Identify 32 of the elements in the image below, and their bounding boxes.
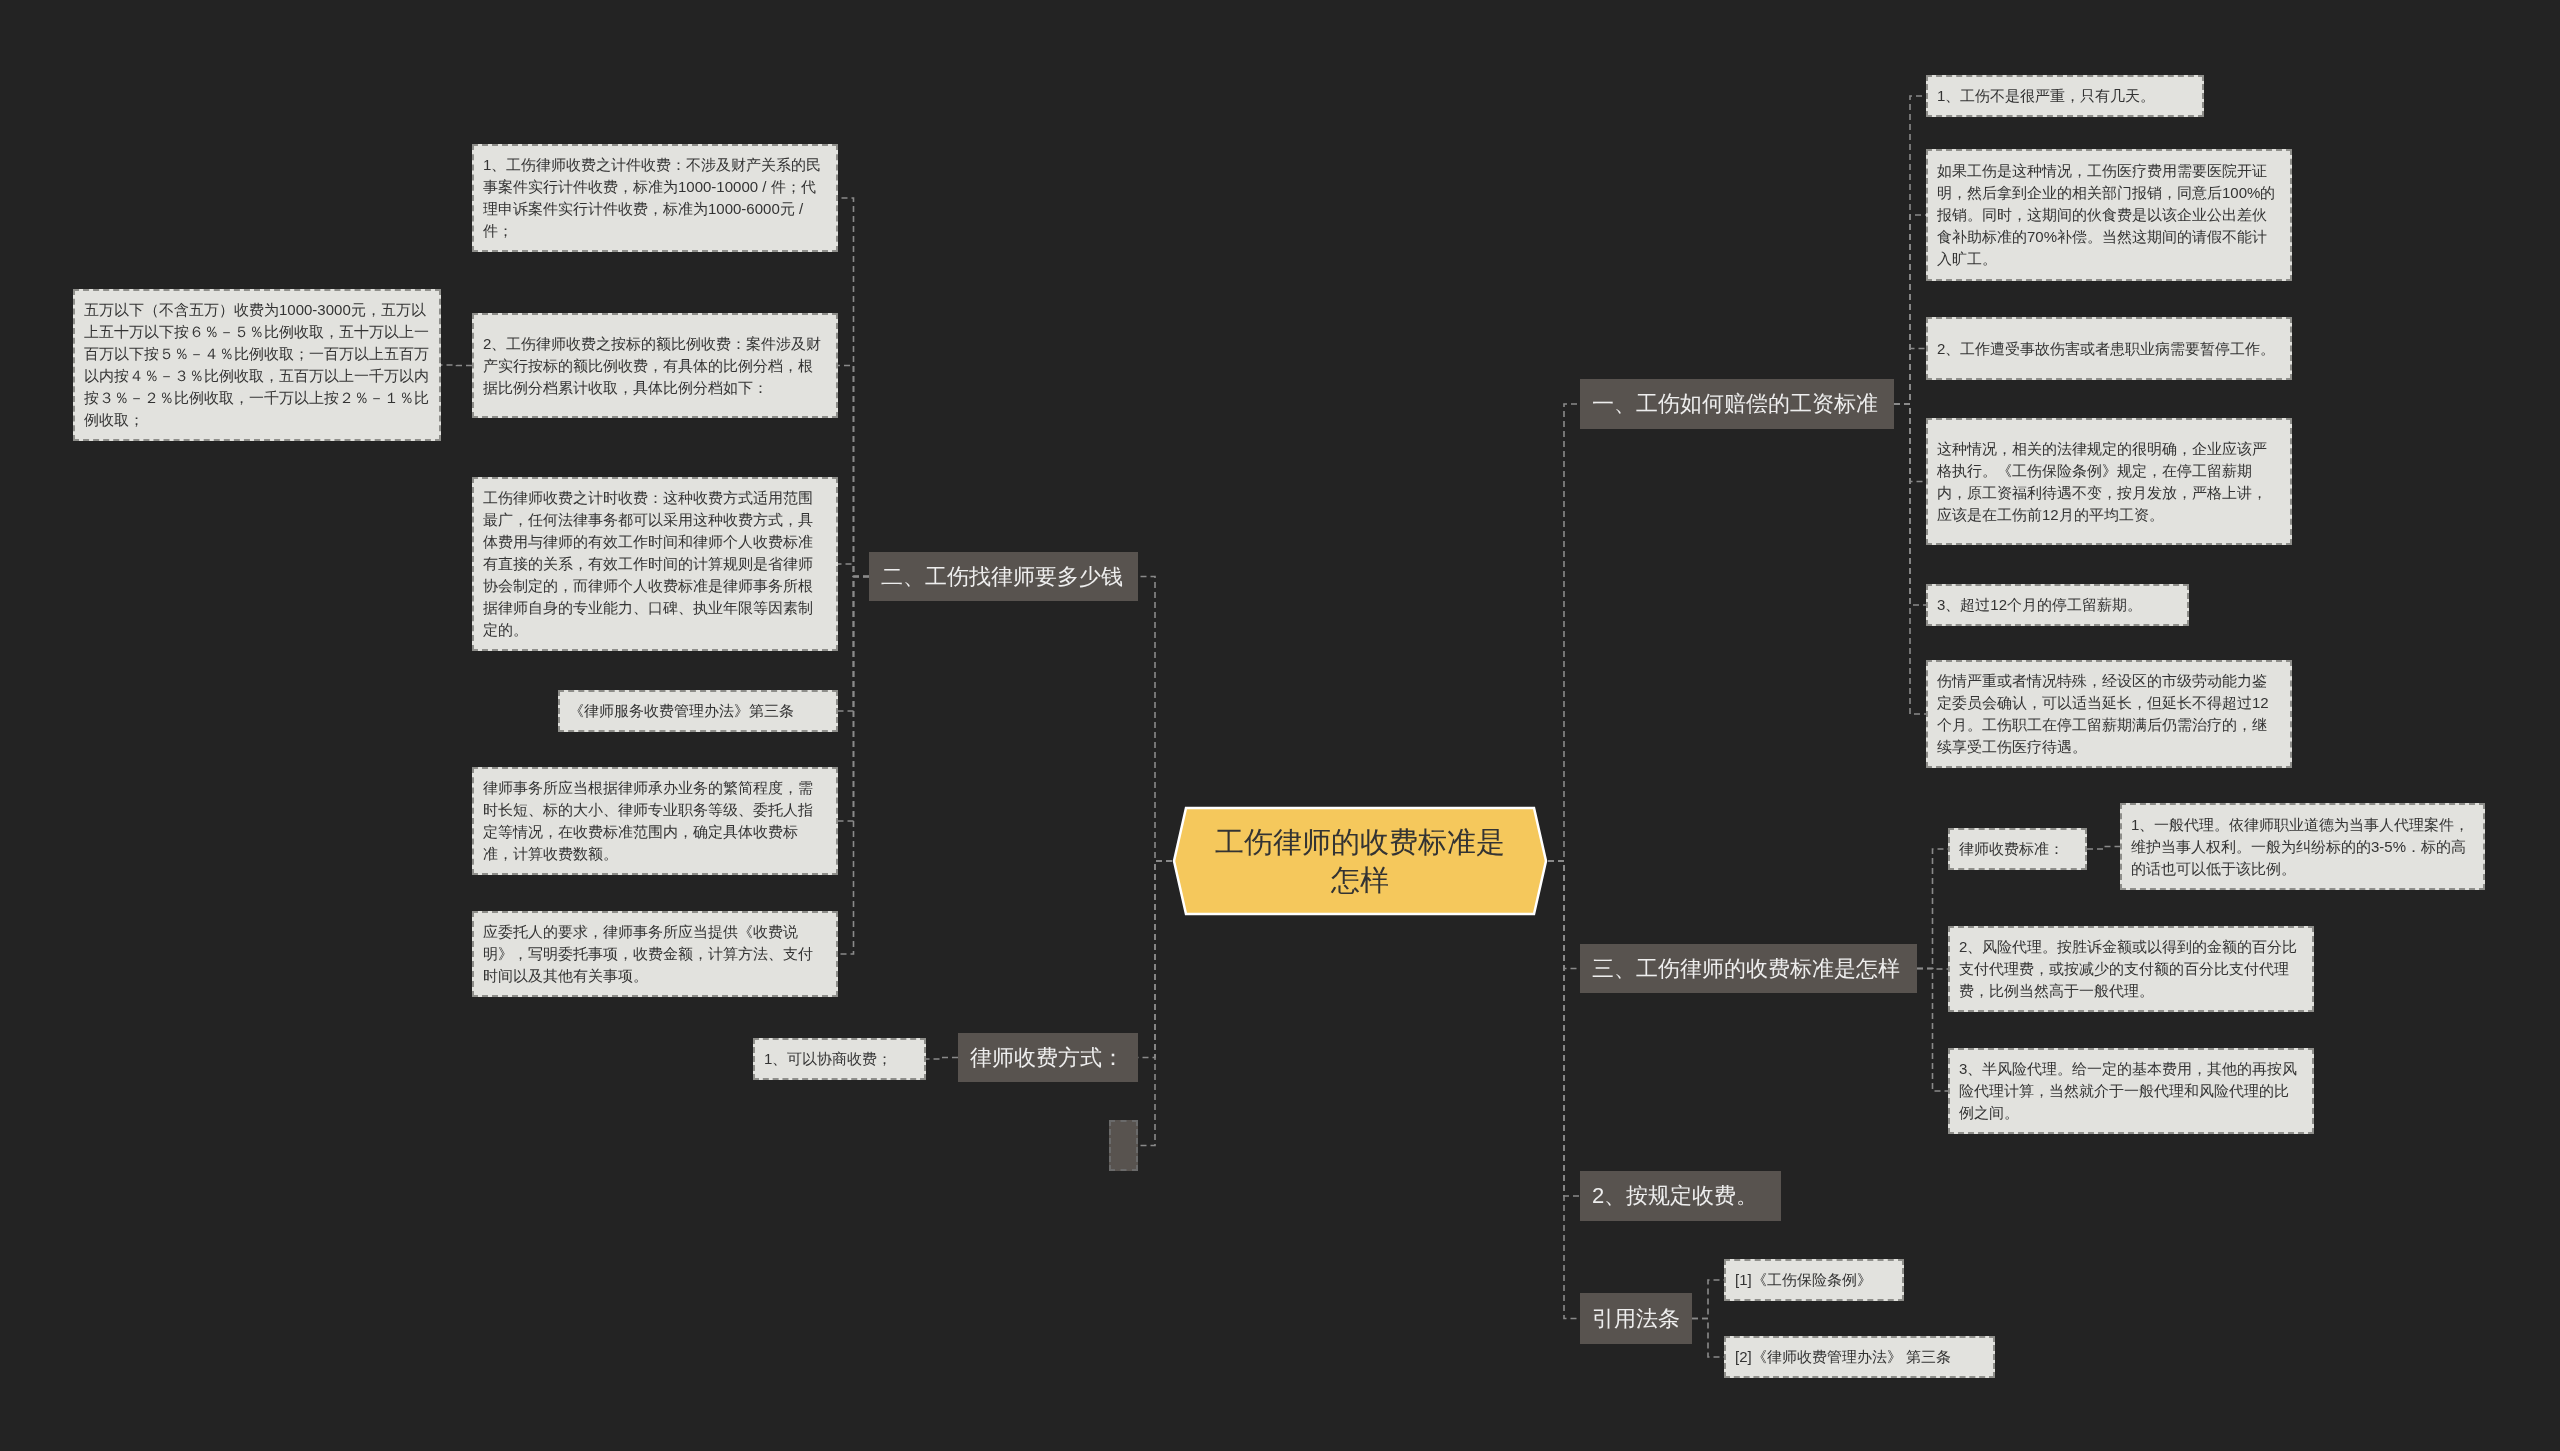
topic-box: 律师收费方式： [958, 1033, 1138, 1082]
note-box: 如果工伤是这种情况，工伤医疗费用需要医院开证明，然后拿到企业的相关部门报销，同意后100%的报销。同时，这期间的伙食费是以该企业公出差伙食补助标准的70%补偿。当然这期间的请假不能计入旷工。 [1926, 149, 2292, 281]
topic-box: 二、工伤找律师要多少钱 [869, 552, 1138, 601]
note-box: 3、超过12个月的停工留薪期。 [1926, 584, 2189, 626]
empty-topic-box [1109, 1120, 1138, 1171]
note-box: 五万以下（不含五万）收费为1000-3000元，五万以上五十万以下按６％－５％比例收取，五十万以上一百万以下按５％－４％比例收取；一百万以上五百万以内按４％－３％比例收取，五百万以上一千万以内按３％－２％比例收取，一千万以上按２％－１％比例收取； [73, 289, 441, 441]
topic-box: 一、工伤如何赔偿的工资标准 [1580, 379, 1894, 429]
note-box: [2]《律师收费管理办法》 第三条 [1724, 1336, 1995, 1378]
note-box: 1、一般代理。依律师职业道德为当事人代理案件，维护当事人权利。一般为纠纷标的的3-5%．标的高的话也可以低于该比例。 [2120, 803, 2485, 890]
note-box: 律师事务所应当根据律师承办业务的繁简程度，需时长短、标的大小、律师专业职务等级、委托人指定等情况，在收费标准范围内，确定具体收费标准，计算收费数额。 [472, 767, 838, 875]
connector-line [925, 1056, 959, 1060]
note-box: 工伤律师收费之计时收费：这种收费方式适用范围最广，任何法律事务都可以采用这种收费方式，具体费用与律师的有效工作时间和律师个人收费标准有直接的关系，有效工作时间的计算规则是省律师协会制定的，而律师个人收费标准是律师事务所根据律师自身的专业能力、口碑、执业年限等因素制定的。 [472, 477, 838, 651]
connector-line [2086, 845, 2121, 850]
note-box: 2、工伤律师收费之按标的额比例收费：案件涉及财产实行按标的额比例收费，有具体的比例分档，根据比例分档累计收取，具体比例分档如下： [472, 313, 838, 418]
note-box: 1、可以协商收费； [753, 1038, 926, 1080]
connector-line [1893, 403, 1927, 715]
note-box: 1、工伤不是很严重，只有几天。 [1926, 75, 2204, 117]
topic-box: 2、按规定收费。 [1580, 1171, 1781, 1221]
topic-box: 引用法条 [1580, 1293, 1692, 1344]
note-box: 伤情严重或者情况特殊，经设区的市级劳动能力鉴定委员会确认，可以适当延长，但延长不得超过12个月。工伤职工在停工留薪期满后仍需治疗的，继续享受工伤医疗待遇。 [1926, 660, 2292, 768]
note-box: 3、半风险代理。给一定的基本费用，其他的再按风险代理计算，当然就介于一般代理和风险代理的比例之间。 [1948, 1048, 2314, 1134]
note-box: 这种情况，相关的法律规定的很明确，企业应该严格执行。《工伤保险条例》规定，在停工留薪期内，原工资福利待遇不变，按月发放，严格上讲，应该是在工伤前12月的平均工资。 [1926, 418, 2292, 545]
note-box: 应委托人的要求，律师事务所应当提供《收费说明》，写明委托事项，收费金额，计算方法、支付时间以及其他有关事项。 [472, 911, 838, 997]
note-box: 1、工伤律师收费之计件收费：不涉及财产关系的民事案件实行计件收费，标准为1000-10000 / 件；代理申诉案件实行计件收费，标准为1000-6000元 / 件； [472, 144, 838, 252]
connector-line [1916, 967, 1949, 1092]
topic-box: 三、工伤律师的收费标准是怎样 [1580, 944, 1917, 993]
note-box: 2、风险代理。按胜诉金额或以得到的金额的百分比支付代理费，或按减少的支付额的百分比支付代理费，比例当然高于一般代理。 [1948, 926, 2314, 1012]
note-box: 《律师服务收费管理办法》第三条 [558, 690, 838, 732]
central-topic-hexagon: 工伤律师的收费标准是怎样 [1172, 806, 1548, 916]
note-box: 2、工作遭受事故伤害或者患职业病需要暂停工作。 [1926, 317, 2292, 380]
note-box: [1]《工伤保险条例》 [1724, 1259, 1904, 1301]
note-box: 律师收费标准： [1948, 828, 2087, 870]
